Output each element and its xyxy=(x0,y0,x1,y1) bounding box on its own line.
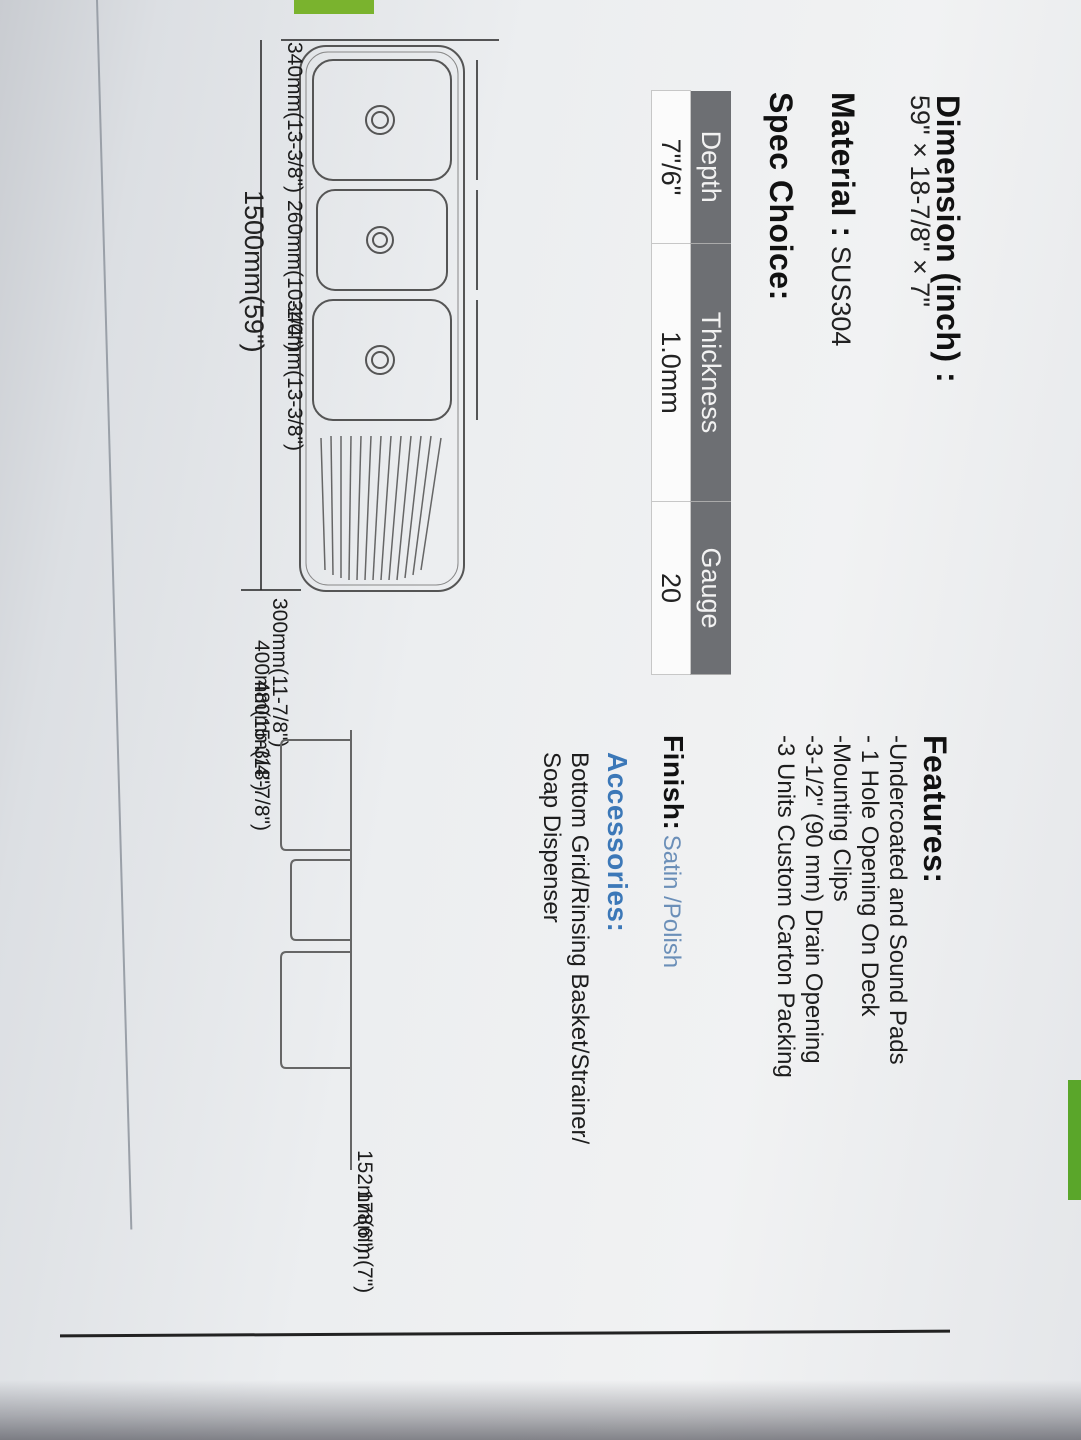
bowl-left xyxy=(312,59,452,181)
brand-color-tab-side xyxy=(1068,1080,1081,1200)
cell-gauge: 20 xyxy=(651,501,691,675)
finish-row: Finish: Satin /Polish xyxy=(657,735,689,968)
bowl-profile-left xyxy=(280,739,351,851)
sink-deck-outline xyxy=(299,45,465,592)
cell-thickness: 1.0mm xyxy=(651,243,691,502)
dim-bowl-left: 340mm(13-3/8") xyxy=(283,42,306,194)
drain-circle xyxy=(365,345,395,375)
drain-circle xyxy=(365,105,395,135)
feature-item: -3-1/2" (90 mm) Drain Opening xyxy=(800,735,827,1064)
material-label: Material : xyxy=(825,92,861,238)
bowl-right xyxy=(312,299,452,421)
header-depth: Depth xyxy=(690,90,731,244)
features-list: -Undercoated and Sound Pads - 1 Hole Ope… xyxy=(771,735,911,1078)
drain-circle xyxy=(366,226,394,254)
drainboard-ribs xyxy=(320,435,442,581)
dim-bowl-right: 340mm(13-3/8") xyxy=(283,300,306,452)
accessories-list: Bottom Grid/Rinsing Basket/Strainer/ Soa… xyxy=(537,752,593,1144)
dim-depth-large: 178mm(7") xyxy=(353,1190,376,1294)
spec-table: Depth Thickness Gauge 7"/6" 1.0mm 20 xyxy=(651,90,731,675)
dimension-value: 59" × 18-7/8" × 7" xyxy=(905,95,935,307)
sink-side-profile-drawing xyxy=(280,730,352,1170)
bowl-middle xyxy=(316,189,448,291)
finish-value: Satin /Polish xyxy=(658,834,685,969)
feature-item: - 1 Hole Opening On Deck xyxy=(856,735,883,1017)
bowl-profile-right xyxy=(280,951,351,1069)
cell-depth: 7"/6" xyxy=(651,90,691,244)
sink-top-view-drawing xyxy=(241,39,499,592)
feature-item: -Mounting Clips xyxy=(828,735,855,902)
binder-shadow xyxy=(0,1380,1081,1440)
header-gauge: Gauge xyxy=(690,501,731,675)
accessory-line: Soap Dispenser xyxy=(538,752,565,923)
features-title: Features: xyxy=(917,735,953,884)
accessories-title: Accessories: xyxy=(602,752,633,933)
material-value: SUS304 xyxy=(826,245,856,347)
finish-label: Finish: xyxy=(658,735,689,831)
dim-overall-length: 1500mm(59") xyxy=(239,190,269,353)
header-thickness: Thickness xyxy=(690,243,731,502)
spec-table-row: 7"/6" 1.0mm 20 xyxy=(651,90,691,675)
material-row: Material : SUS304 xyxy=(824,92,861,346)
dimension-lines xyxy=(241,39,499,591)
feature-item: -3 Units Custom Carton Packing xyxy=(772,735,799,1078)
feature-item: -Undercoated and Sound Pads xyxy=(884,735,911,1065)
bowl-profile-middle xyxy=(290,859,351,941)
dim-overall-width: 480mm(18-7/8") xyxy=(250,680,273,832)
accessory-line: Bottom Grid/Rinsing Basket/Strainer/ xyxy=(566,752,593,1145)
brand-color-tab xyxy=(294,0,374,14)
spec-table-header: Depth Thickness Gauge xyxy=(690,90,731,675)
spec-choice-label: Spec Choice: xyxy=(763,92,799,301)
